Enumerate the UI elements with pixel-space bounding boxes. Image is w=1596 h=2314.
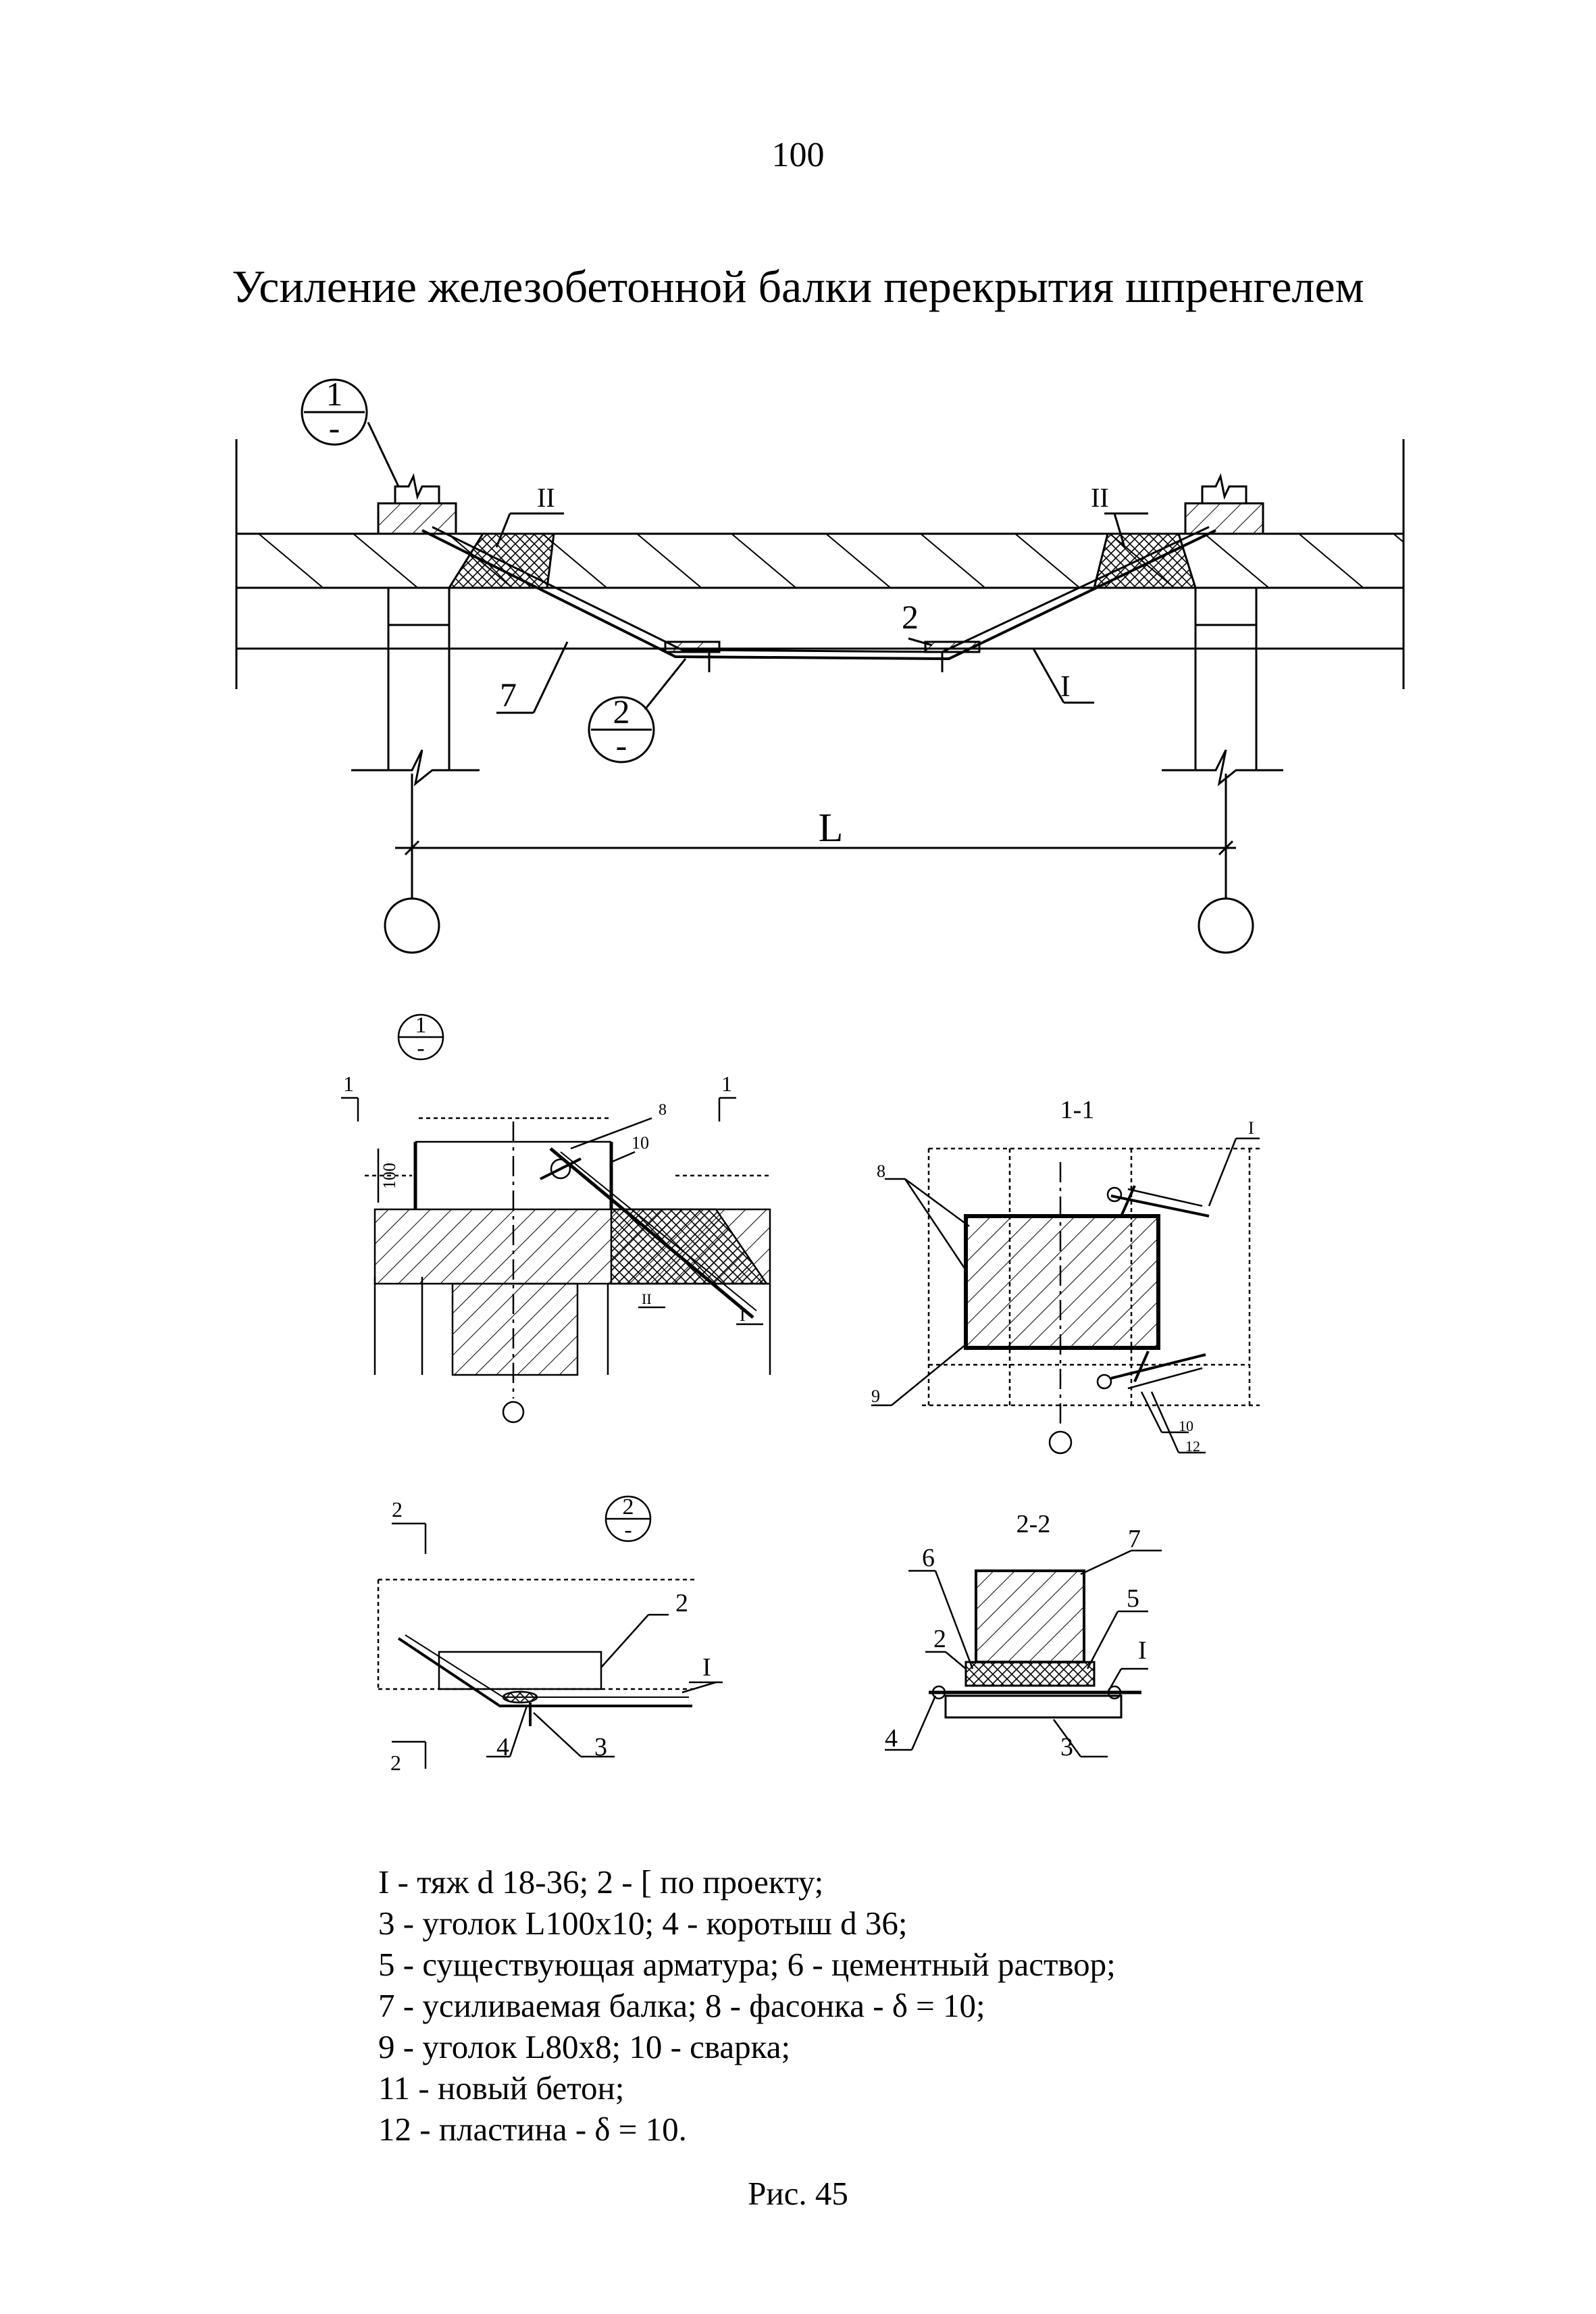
section-2-2-label-5: 5 — [1127, 1584, 1139, 1613]
legend: I - тяж d 18-36; 2 - [ по проекту; 3 - у… — [378, 1861, 1116, 2150]
detail-2-callout-sheet: - — [624, 1517, 632, 1542]
detail-2-callout-number: 2 — [623, 1494, 634, 1519]
floor-slab — [235, 532, 1405, 589]
callout-2-sheet: - — [616, 726, 627, 764]
dimension-L: L — [819, 805, 844, 850]
legend-line: 7 - усиливаемая балка; 8 - фасонка - δ =… — [378, 1987, 985, 2024]
section-1-1-labels: 1-1 8 I 9 10 12 — [871, 1096, 1254, 1455]
section-1-1-title: 1-1 — [1060, 1096, 1095, 1124]
section-2-2-label-2: 2 — [933, 1625, 946, 1653]
detail-2-label-2: 2 — [675, 1589, 688, 1617]
detail-1-label-I: I — [740, 1305, 746, 1325]
section-1-1 — [871, 1137, 1260, 1455]
detail-1-cut-right: 1 — [721, 1072, 732, 1096]
detail-1-callout-sheet: - — [417, 1036, 424, 1061]
detail-2-label-3: 3 — [594, 1733, 607, 1761]
page-title: Усиление железобетонной балки перекрытия… — [232, 261, 1364, 312]
label-II-left: II — [537, 482, 555, 513]
detail-2-cut-bottom: 2 — [390, 1751, 401, 1775]
detail-1-callout-number: 1 — [415, 1013, 427, 1038]
section-1-1-label-8: 8 — [877, 1161, 885, 1181]
section-2-2-labels: 2-2 7 6 5 2 I 4 3 — [885, 1510, 1147, 1761]
detail-1-label-8: 8 — [659, 1101, 667, 1119]
detail-2-cut-top: 2 — [392, 1497, 403, 1521]
legend-line: 11 - новый бетон; — [378, 2069, 625, 2107]
section-2-2-label-6: 6 — [922, 1544, 935, 1572]
callout-1-sheet: - — [329, 409, 340, 447]
section-2-2-label-I: I — [1138, 1636, 1147, 1665]
section-1-1-label-10: 10 — [1179, 1417, 1193, 1434]
label-7: 7 — [500, 676, 517, 713]
section-2-2-label-4: 4 — [885, 1724, 898, 1753]
label-I: I — [1060, 670, 1071, 703]
detail-1-label-II: II — [642, 1290, 652, 1307]
section-2-2 — [885, 1549, 1162, 1758]
section-2-2-title: 2-2 — [1016, 1510, 1051, 1538]
label-2: 2 — [902, 598, 919, 636]
legend-line: 3 - уголок L100x10; 4 - коротыш d 36; — [378, 1905, 908, 1942]
section-2-2-label-3: 3 — [1060, 1733, 1073, 1761]
detail-1-cut-left: 1 — [343, 1072, 354, 1096]
figure-caption: Рис. 45 — [748, 2175, 848, 2212]
legend-line: I - тяж d 18-36; 2 - [ по проекту; — [378, 1863, 824, 1901]
detail-2-label-4: 4 — [496, 1733, 509, 1761]
section-1-1-label-I: I — [1248, 1118, 1254, 1138]
detail-2 — [377, 1495, 723, 1769]
detail-2-labels: 2 - 2 2 2 I 4 3 — [390, 1494, 711, 1775]
main-elevation — [235, 378, 1405, 954]
legend-line: 5 - существующая арматура; 6 - цементный… — [378, 1946, 1116, 1983]
legend-line: 12 - пластина - δ = 10. — [378, 2111, 687, 2148]
section-1-1-label-9: 9 — [871, 1386, 880, 1406]
callout-2-number: 2 — [613, 693, 630, 730]
detail-1-labels: 1 - 1 1 100 8 10 II I — [343, 1013, 746, 1325]
section-1-1-label-12: 12 — [1185, 1438, 1200, 1455]
legend-line: 9 - уголок L80x8; 10 - сварка; — [378, 2028, 791, 2065]
section-2-2-label-7: 7 — [1128, 1525, 1141, 1553]
page-number: 100 — [771, 136, 825, 174]
callout-1-number: 1 — [326, 375, 343, 413]
main-labels: 1 - 2 - II II 2 7 I L — [326, 375, 1109, 850]
label-II-right: II — [1091, 482, 1109, 513]
detail-1-dim-100: 100 — [380, 1163, 399, 1189]
detail-1-label-10: 10 — [632, 1133, 649, 1153]
detail-1 — [341, 1013, 771, 1424]
detail-2-label-I: I — [702, 1653, 711, 1682]
